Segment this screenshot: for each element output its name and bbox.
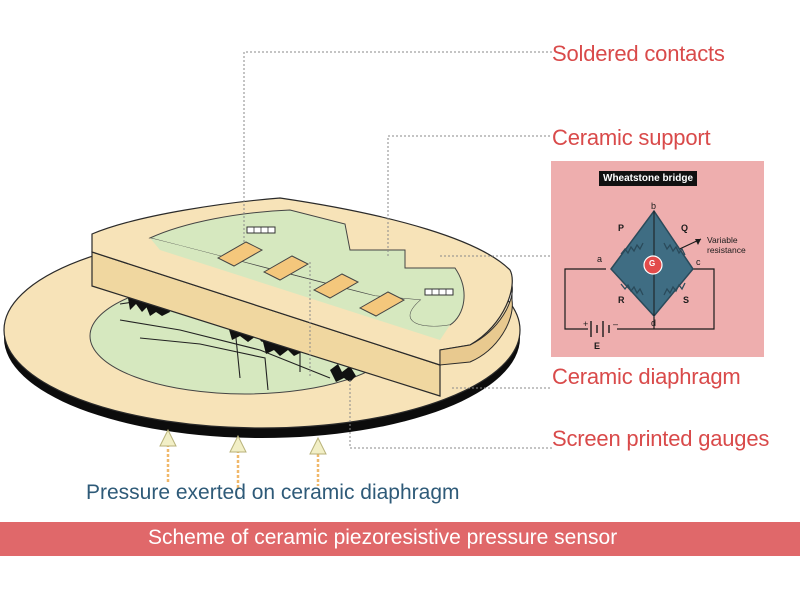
pressure-label: Pressure exerted on ceramic diaphragm (86, 481, 460, 504)
variable-resistance-line-1: Variable (707, 235, 738, 245)
variable-resistance-line-2: resistance (707, 245, 746, 255)
resistor-r: R (618, 295, 625, 305)
node-b: b (651, 201, 657, 211)
variable-resistance-label: Variable resistance (707, 235, 746, 255)
pressure-arrows (159, 428, 327, 490)
soldered-contact-pads (216, 241, 406, 317)
bridge-resistors (620, 242, 686, 296)
galvanometer-label: G (649, 259, 656, 268)
ceramic-support-front (91, 251, 441, 397)
caption-banner: Scheme of ceramic piezoresistive pressur… (0, 522, 800, 556)
caption-text: Scheme of ceramic piezoresistive pressur… (148, 526, 618, 549)
node-c: c (696, 257, 701, 267)
pressure-arrow (309, 436, 327, 486)
leader-lines (243, 51, 552, 449)
node-d: d (651, 318, 657, 328)
resistor-s: S (683, 295, 690, 305)
resistor-q: Q (681, 223, 689, 233)
label-ceramic-diaphragm: Ceramic diaphragm (552, 364, 741, 389)
ceramic-support-side (439, 284, 513, 366)
label-soldered-contacts: Soldered contacts (552, 41, 725, 66)
battery-plus: + (583, 319, 589, 329)
node-a: a (597, 254, 603, 264)
wheatstone-title: Wheatstone bridge (599, 171, 698, 186)
wheatstone-diagram (564, 209, 715, 337)
label-ceramic-support: Ceramic support (552, 125, 711, 150)
battery-label: E (594, 341, 601, 351)
support-printed-area (148, 209, 465, 327)
galvanometer-icon (643, 255, 663, 275)
battery-icon (590, 321, 610, 337)
wheatstone-bridge-inset: Wheatstone bridge b a c d (551, 161, 764, 357)
battery-minus: – (613, 319, 619, 329)
label-screen-printed-gauges: Screen printed gauges (552, 426, 770, 451)
pressure-arrow (159, 428, 177, 484)
resistor-p: P (618, 223, 625, 233)
pressure-arrow (229, 434, 247, 490)
